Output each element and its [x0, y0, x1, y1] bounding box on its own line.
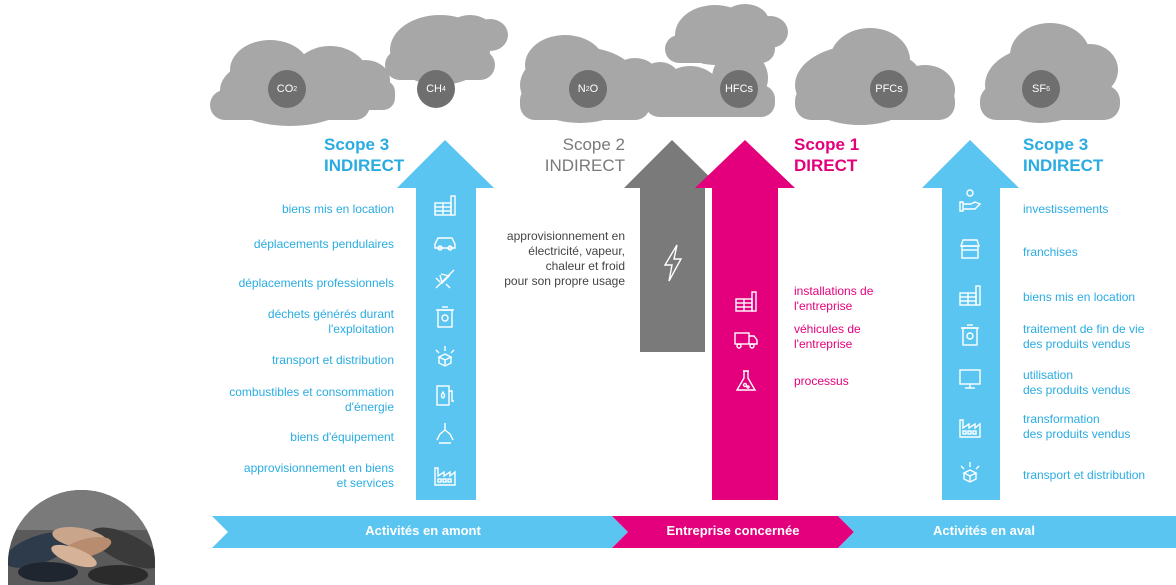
band-amont-label: Activités en amont [365, 523, 481, 538]
gas-label: PFCs [875, 83, 903, 95]
band-aval [838, 516, 1176, 548]
car-icon [432, 228, 458, 254]
gas-label-tail: O [589, 83, 599, 95]
bin-icon [432, 304, 458, 330]
gas-label: N [577, 83, 586, 95]
bin-icon [957, 322, 983, 348]
scope1-item: installations de [794, 284, 874, 298]
downstream-item: transport et distribution [1023, 468, 1146, 482]
upstream-item: déchets générés durant [267, 307, 394, 321]
downstream-item: des produits vendus [1023, 337, 1131, 351]
scope-type: INDIRECT [1023, 156, 1104, 175]
factory-icon [957, 282, 983, 308]
monitor-icon [957, 366, 983, 392]
gas-label: HFCs [724, 83, 754, 95]
band-amont [212, 516, 628, 548]
scope2-line: approvisionnement en [506, 229, 625, 243]
gas-subscript: 6 [1046, 85, 1050, 93]
scope1-item: l'entreprise [794, 337, 853, 351]
upstream-item: biens d'équipement [290, 430, 394, 444]
gas-subscript: 2 [585, 85, 590, 93]
scope-type: DIRECT [794, 156, 858, 175]
scope2-description: approvisionnement en électricité, vapeur… [480, 229, 625, 289]
gas-subscript: 4 [441, 85, 446, 93]
package-icon [957, 460, 983, 486]
fuel-pump-icon [432, 382, 458, 408]
scope3-upstream-title: Scope 3 INDIRECT [324, 134, 404, 176]
downstream-item: des produits vendus [1023, 383, 1131, 397]
factory-icon [432, 192, 458, 218]
gas-label: CO [276, 83, 294, 95]
factory-icon [733, 288, 759, 314]
scope3-downstream-title: Scope 3 INDIRECT [1023, 134, 1103, 176]
scope1-title: Scope 1 DIRECT [794, 134, 859, 176]
robot-arm-icon [432, 420, 458, 446]
upstream-item: approvisionnement en biens [243, 461, 394, 475]
scope1-item: processus [794, 374, 849, 388]
money-hand-icon [957, 188, 983, 214]
upstream-item: biens mis en location [281, 202, 394, 216]
scope-number: Scope 1 [794, 135, 860, 154]
scope2-title: Scope 2 INDIRECT [540, 134, 625, 176]
scope-type: INDIRECT [324, 156, 405, 175]
plane-icon [432, 266, 458, 292]
upstream-item: et services [336, 476, 394, 490]
scope2-line: pour son propre usage [504, 274, 625, 288]
gas-label: CH [426, 83, 442, 95]
upstream-item: d'énergie [345, 400, 394, 414]
upstream-item: déplacements pendulaires [253, 237, 394, 251]
scope1-item: l'entreprise [794, 299, 853, 313]
band-entreprise [612, 516, 854, 548]
upstream-item: déplacements professionnels [238, 276, 394, 290]
lightning-icon [659, 243, 687, 283]
gas-label: SF [1032, 83, 1047, 95]
band-aval-label: Activités en aval [933, 523, 1035, 538]
shop-icon [957, 236, 983, 262]
scope-type: INDIRECT [544, 156, 625, 175]
upstream-item: combustibles et consommation [229, 385, 394, 399]
gas-subscript: 2 [293, 85, 298, 93]
scope-number: Scope 2 [562, 135, 625, 154]
scope-arrows [397, 140, 1019, 500]
downstream-item: traitement de fin de vie [1023, 322, 1145, 336]
flask-icon [733, 368, 759, 394]
upstream-item: l'exploitation [328, 322, 394, 336]
gas-hfcs: HFCs [720, 70, 758, 108]
industry-icon [957, 414, 983, 440]
scope2-arrow [624, 140, 721, 352]
scope2-line: électricité, vapeur, [528, 244, 625, 258]
scope-number: Scope 3 [324, 135, 390, 154]
upstream-arrow [397, 140, 494, 500]
package-icon [432, 344, 458, 370]
industry-icon [432, 462, 458, 488]
downstream-item: investissements [1023, 202, 1109, 216]
scope1-item: véhicules de [794, 322, 861, 336]
downstream-item: des produits vendus [1023, 427, 1131, 441]
scope2-line: chaleur et froid [545, 259, 625, 273]
downstream-item: utilisation [1023, 368, 1074, 382]
downstream-item: biens mis en location [1023, 290, 1136, 304]
scope-number: Scope 3 [1023, 135, 1089, 154]
value-chain-bands [212, 516, 1176, 548]
band-entreprise-label: Entreprise concernée [666, 523, 800, 538]
scope1-arrow [695, 140, 795, 500]
truck-icon [733, 326, 759, 352]
downstream-arrow [922, 140, 1019, 500]
gas-pfcs: PFCs [870, 70, 908, 108]
downstream-item: franchises [1023, 245, 1078, 259]
downstream-item: transformation [1023, 412, 1100, 426]
upstream-item: transport et distribution [271, 353, 394, 367]
